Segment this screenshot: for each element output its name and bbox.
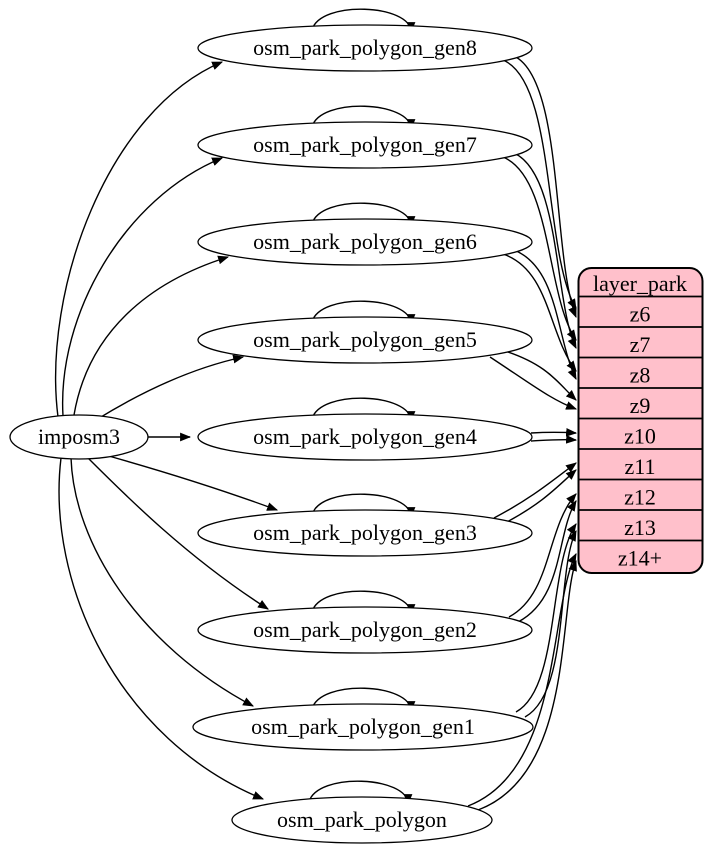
gen3-ellipse: [197, 509, 533, 557]
edge-gen7-to-z7-a: [502, 156, 577, 341]
node-osm-park-polygon-gen8: osm_park_polygon_gen8: [197, 24, 533, 72]
osm-park-polygon-label: osm_park_polygon: [277, 807, 447, 832]
edge-gen1-to-z13-a: [515, 523, 577, 713]
self-loop-gen5: [311, 300, 416, 326]
zoom-row-z10: z10: [624, 424, 656, 449]
self-loop-gen3: [311, 493, 416, 519]
gen7-label: osm_park_polygon_gen7: [253, 132, 477, 157]
node-osm-park-polygon-gen7: osm_park_polygon_gen7: [197, 121, 533, 169]
self-loop-gen4: [311, 397, 416, 423]
gen5-ellipse: [197, 316, 533, 364]
imposm3-ellipse: [9, 414, 149, 460]
edge-gen2-to-z12-b: [517, 500, 577, 623]
zoom-row-z13: z13: [624, 515, 656, 540]
zoom-row-z9: z9: [630, 393, 651, 418]
edge-imposm3-to-gen6: [73, 255, 230, 416]
osm-park-polygon-ellipse: [231, 796, 493, 844]
gen2-ellipse: [197, 606, 533, 654]
node-imposm3: imposm3: [9, 414, 149, 460]
edge-gen8-to-z6-a: [502, 59, 577, 310]
edge-gen2-to-z12-a: [508, 493, 577, 618]
edges: [54, 8, 578, 811]
node-osm-park-polygon-gen1: osm_park_polygon_gen1: [192, 703, 534, 751]
edge-imposm3-to-gen5: [95, 354, 245, 421]
zoom-row-z8: z8: [630, 363, 651, 388]
edge-osm-park-polygon-to-z14-b: [477, 559, 577, 811]
edge-imposm3-to-gen1: [70, 457, 254, 707]
gen5-label: osm_park_polygon_gen5: [253, 327, 477, 352]
edge-gen1-to-z13-b: [524, 530, 577, 718]
node-osm-park-polygon-gen2: osm_park_polygon_gen2: [197, 606, 533, 654]
self-loop-osm-park-polygon: [308, 780, 413, 806]
node-osm-park-polygon-gen6: osm_park_polygon_gen6: [197, 218, 533, 266]
zoom-row-z7: z7: [630, 332, 651, 357]
edge-gen6-to-z8-b: [513, 249, 577, 380]
self-loop-gen6: [311, 202, 416, 228]
zoom-row-z11: z11: [625, 454, 656, 479]
self-loop-gen8: [311, 8, 416, 34]
self-loop-gen2: [311, 590, 416, 616]
edge-imposm3-to-gen2: [86, 456, 269, 610]
node-osm-park-polygon-gen5: osm_park_polygon_gen5: [197, 316, 533, 364]
gen6-label: osm_park_polygon_gen6: [253, 229, 477, 254]
edge-gen3-to-z11-b: [504, 469, 577, 524]
node-osm-park-polygon-gen3: osm_park_polygon_gen3: [197, 509, 533, 557]
self-loop-gen1: [311, 687, 416, 713]
edge-gen7-to-z7-b: [513, 152, 577, 349]
gen2-label: osm_park_polygon_gen2: [253, 617, 477, 642]
gen7-ellipse: [197, 121, 533, 169]
gen4-label: osm_park_polygon_gen4: [253, 424, 477, 449]
edge-gen4-to-z10-b: [530, 434, 578, 444]
edge-imposm3-to-osm-park-polygon: [58, 457, 265, 800]
zoom-row-z12: z12: [624, 485, 656, 510]
gen6-ellipse: [197, 218, 533, 266]
self-loop-gen7: [311, 105, 416, 131]
zoom-row-z6: z6: [630, 302, 651, 327]
edge-imposm3-to-gen8: [54, 61, 224, 418]
edge-gen4-to-z10-a: [530, 427, 578, 437]
edge-imposm3-to-gen7: [61, 157, 224, 417]
edge-gen3-to-z11-a: [493, 462, 577, 519]
gen4-ellipse: [197, 413, 533, 461]
gen8-label: osm_park_polygon_gen8: [253, 35, 477, 60]
edge-gen8-to-z6-b: [513, 55, 577, 319]
edge-osm-park-polygon-to-z14-a: [467, 553, 577, 807]
edge-gen5-to-z9-b: [489, 356, 578, 410]
gen1-label: osm_park_polygon_gen1: [251, 714, 475, 739]
imposm3-label: imposm3: [38, 424, 120, 449]
zoom-row-z14: z14+: [618, 546, 662, 571]
gen8-ellipse: [197, 24, 533, 72]
edge-gen5-to-z9-a: [504, 350, 577, 401]
layer-park-rect: [577, 267, 704, 574]
node-layer-park: layer_park z6 z7 z8 z9 z10 z11 z12 z13 z…: [577, 267, 704, 574]
gen3-label: osm_park_polygon_gen3: [253, 520, 477, 545]
node-osm-park-polygon: osm_park_polygon: [231, 796, 493, 844]
gen1-ellipse: [192, 703, 534, 751]
edge-imposm3-to-gen3: [97, 452, 279, 511]
node-osm-park-polygon-gen4: osm_park_polygon_gen4: [197, 413, 533, 461]
layer-park-header: layer_park: [593, 271, 687, 296]
